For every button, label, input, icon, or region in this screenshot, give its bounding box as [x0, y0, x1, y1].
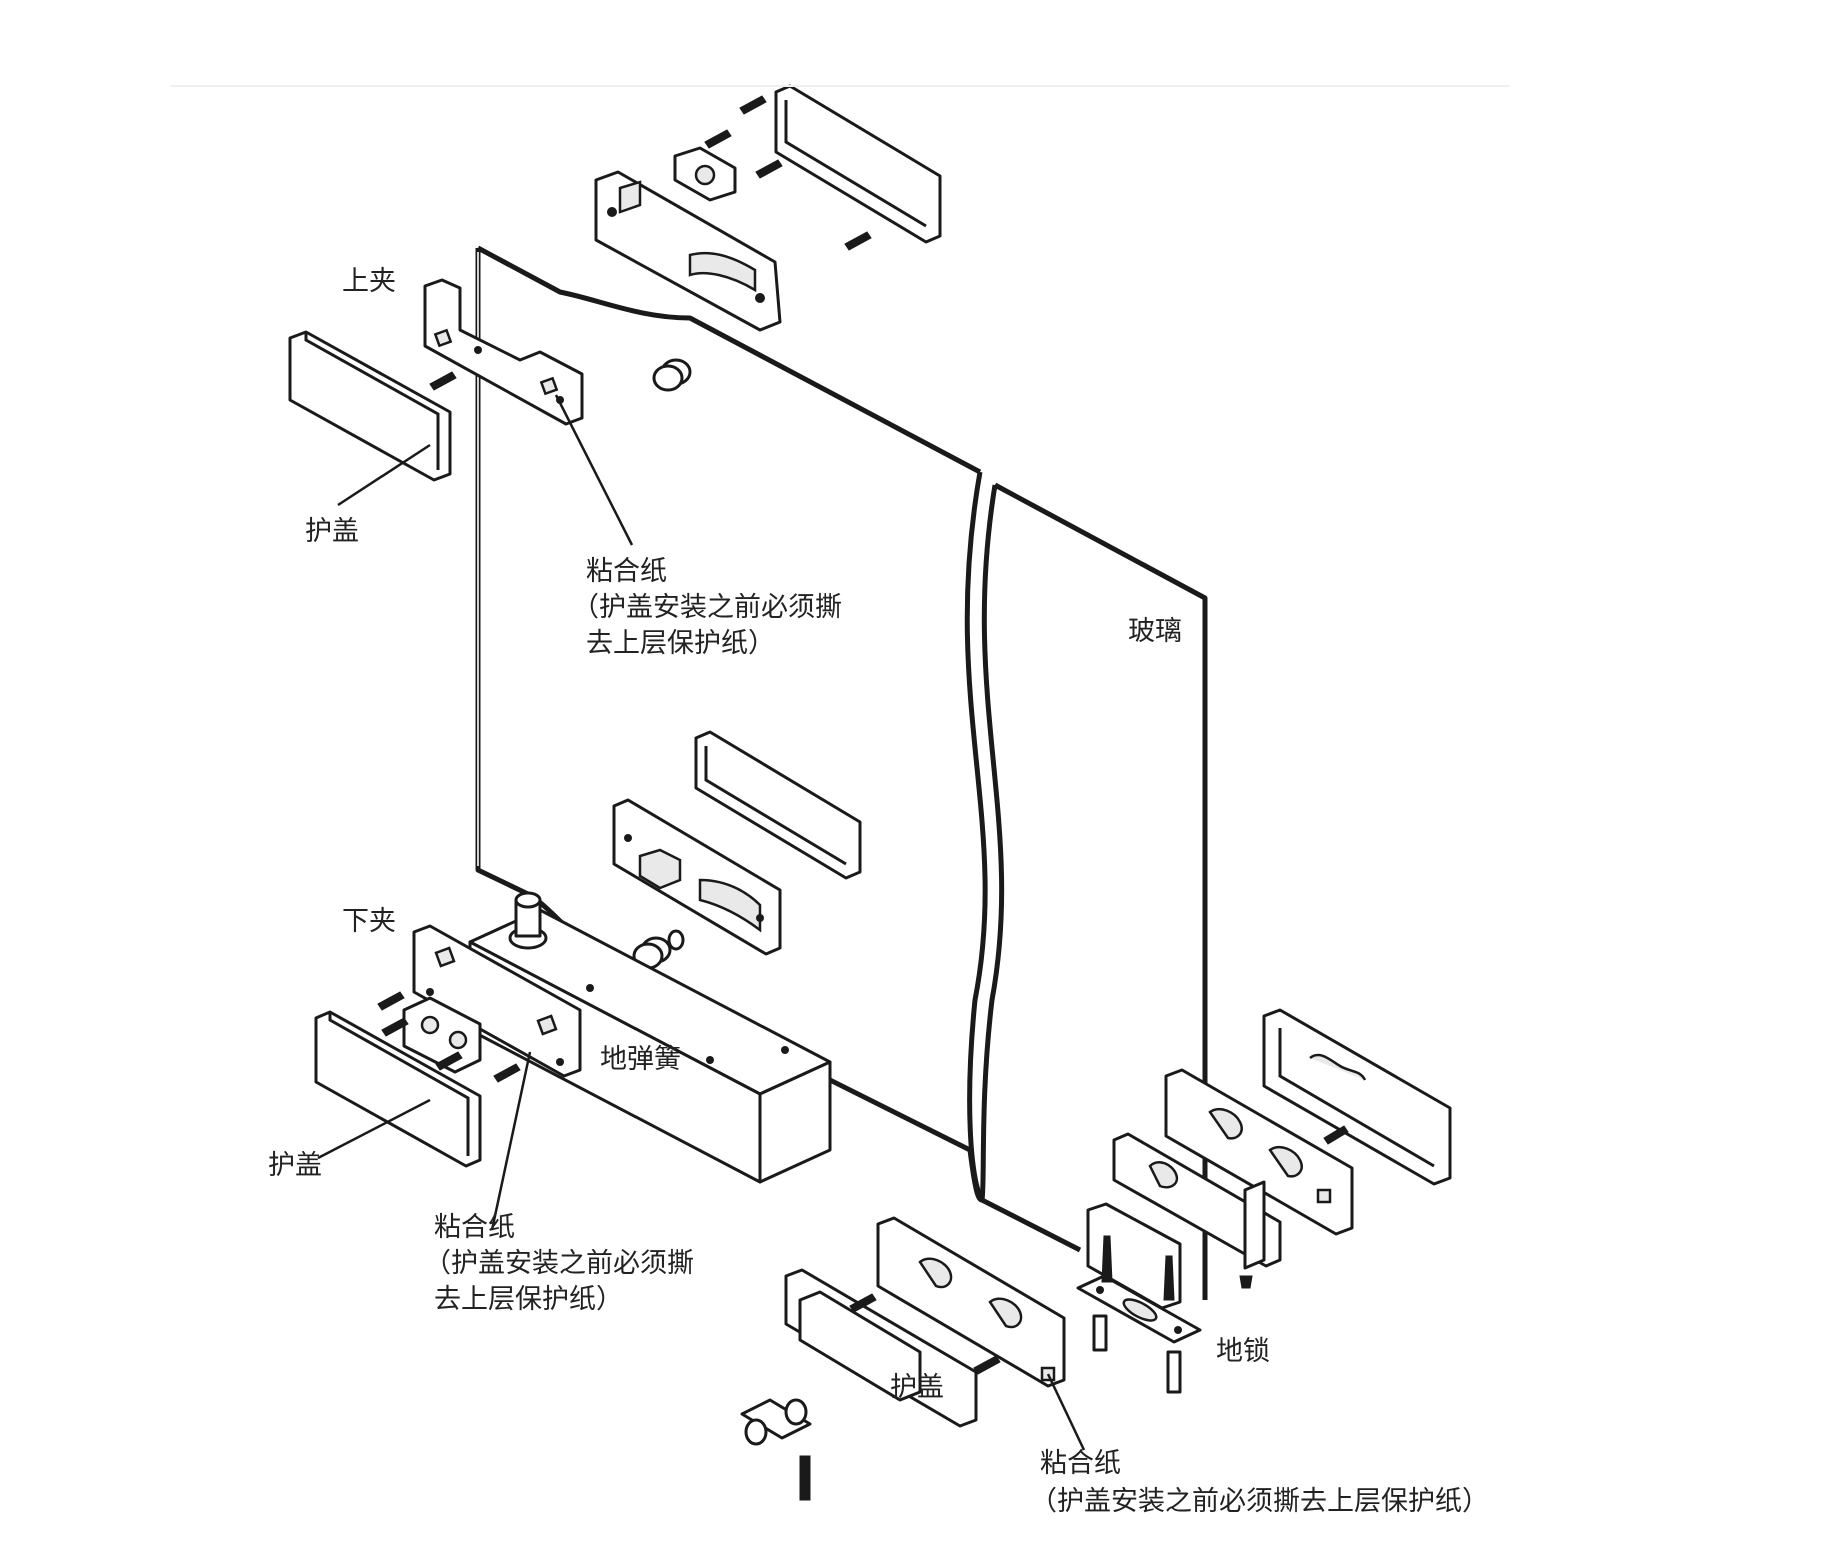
label-floor-spring: 地弹簧 — [600, 1044, 681, 1075]
label-top-adhesive-line1: （护盖安装之前必须撕 — [572, 592, 842, 623]
middle-cover — [694, 730, 862, 880]
top-pivot-cover — [774, 84, 942, 244]
lock-cylinder-key — [740, 1398, 812, 1446]
top-clamp-screw — [429, 371, 457, 391]
label-bottom-adhesive-title: 粘合纸 — [434, 1212, 515, 1243]
lock-outer-plate — [1164, 1068, 1354, 1236]
label-top-clamp: 上夹 — [342, 266, 396, 297]
label-bottom-cover: 护盖 — [268, 1150, 322, 1181]
label-bottom-adhesive-line1: （护盖安装之前必须撕 — [424, 1248, 694, 1279]
top-screws — [704, 95, 872, 251]
bottom-screws — [377, 991, 521, 1083]
label-bottom-adhesive-line2: 去上层保护纸） — [434, 1284, 623, 1315]
leader-bottom-cover — [317, 1098, 431, 1160]
label-top-adhesive-title: 粘合纸 — [586, 556, 667, 587]
lock-cylinder-cover — [784, 1268, 978, 1428]
top-clamp-plate — [423, 278, 584, 426]
top-pivot-plate — [594, 170, 782, 332]
leader-top-adhesive — [554, 394, 634, 546]
label-top-cover: 护盖 — [305, 516, 359, 547]
middle-clamp-plate — [612, 798, 782, 956]
label-lock-adhesive-line: （护盖安装之前必须撕去上层保护纸） — [1030, 1486, 1489, 1517]
lock-strike-plate — [1076, 1274, 1202, 1344]
lock-bolt — [1112, 1132, 1282, 1270]
label-lock-adhesive-title: 粘合纸 — [1040, 1448, 1121, 1479]
leader-lock-adhesive — [1046, 1373, 1086, 1451]
top-pivot-pin — [673, 146, 737, 202]
label-glass: 玻璃 — [1128, 616, 1182, 647]
bottom-clamp-plate — [412, 924, 582, 1078]
label-bottom-clamp: 下夹 — [342, 906, 396, 937]
bottom-clamp-cover — [314, 1010, 482, 1168]
glass-top-bushing — [652, 358, 692, 392]
label-floor-lock: 地锁 — [1216, 1336, 1270, 1367]
bottom-clamp-bracket — [402, 996, 482, 1074]
lock-base — [1086, 1202, 1182, 1310]
leader-bottom-adhesive — [490, 1051, 532, 1231]
top-clamp-cover — [288, 330, 452, 482]
floor-spring-spindle — [508, 891, 548, 950]
glass-panel — [475, 245, 1208, 1300]
leader-top-cover — [337, 443, 431, 507]
lock-screws — [799, 1293, 1001, 1501]
lock-pins — [1092, 1125, 1349, 1394]
label-top-adhesive-line2: 去上层保护纸） — [586, 628, 775, 659]
label-lock-cover: 护盖 — [890, 1372, 944, 1403]
lock-outer-cover — [1262, 1008, 1452, 1186]
lock-cylinder-plate — [876, 1216, 1066, 1388]
